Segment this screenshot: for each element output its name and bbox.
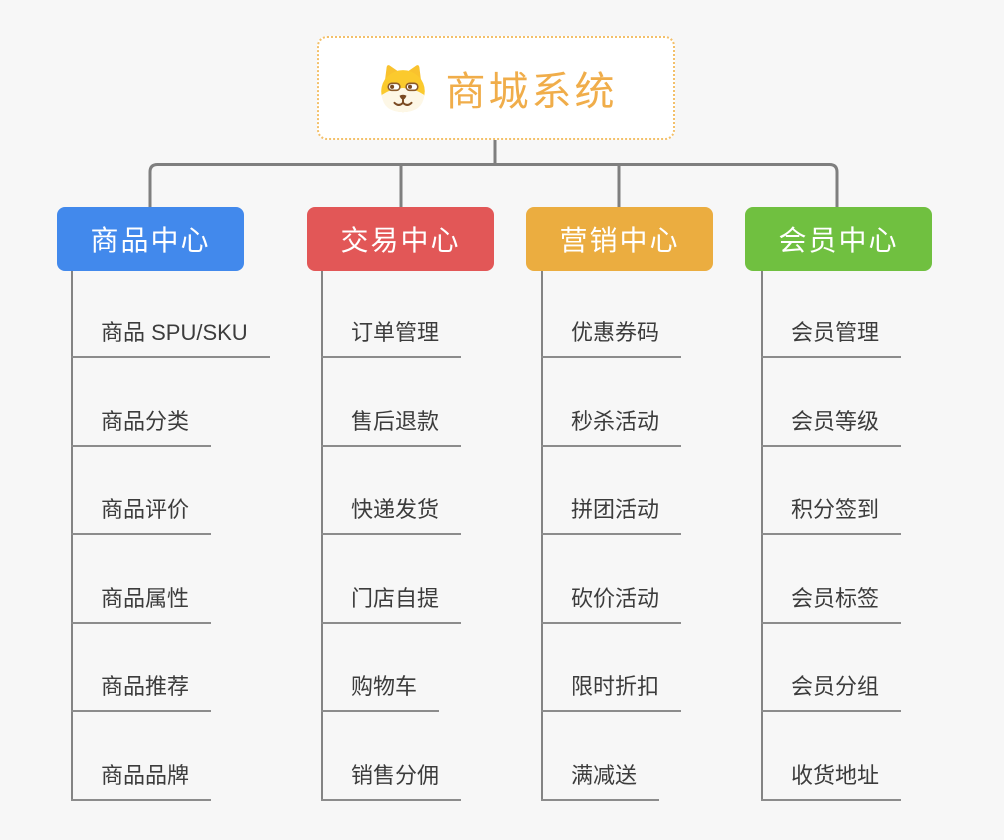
child-node[interactable]: 会员等级 — [761, 409, 902, 447]
branch-node-marketing-center[interactable]: 营销中心 — [526, 207, 713, 271]
child-node[interactable]: 会员管理 — [761, 320, 902, 358]
shiba-dog-icon — [375, 62, 431, 114]
child-node[interactable]: 商品推荐 — [71, 674, 212, 712]
child-node[interactable]: 砍价活动 — [541, 586, 682, 624]
child-node[interactable]: 积分签到 — [761, 497, 902, 535]
child-node[interactable]: 收货地址 — [761, 763, 902, 801]
branch-node-trade-center[interactable]: 交易中心 — [307, 207, 494, 271]
child-node[interactable]: 商品分类 — [71, 409, 212, 447]
connector-horizontal-bar — [148, 163, 839, 207]
child-node[interactable]: 优惠券码 — [541, 320, 682, 358]
child-node[interactable]: 商品评价 — [71, 497, 212, 535]
child-node[interactable]: 拼团活动 — [541, 497, 682, 535]
child-node[interactable]: 会员标签 — [761, 586, 902, 624]
child-node[interactable]: 快递发货 — [321, 497, 462, 535]
root-node[interactable]: 商城系统 — [317, 36, 675, 140]
child-node[interactable]: 售后退款 — [321, 409, 462, 447]
child-node[interactable]: 会员分组 — [761, 674, 902, 712]
branch-node-product-center[interactable]: 商品中心 — [57, 207, 244, 271]
child-node[interactable]: 订单管理 — [321, 320, 462, 358]
child-node[interactable]: 限时折扣 — [541, 674, 682, 712]
child-node[interactable]: 商品属性 — [71, 586, 212, 624]
child-node[interactable]: 购物车 — [321, 674, 440, 712]
child-node[interactable]: 门店自提 — [321, 586, 462, 624]
child-node[interactable]: 销售分佣 — [321, 763, 462, 801]
child-node[interactable]: 商品 SPU/SKU — [71, 320, 270, 358]
child-node[interactable]: 秒杀活动 — [541, 409, 682, 447]
child-node[interactable]: 满减送 — [541, 763, 660, 801]
root-title: 商城系统 — [445, 70, 618, 114]
branch-node-member-center[interactable]: 会员中心 — [745, 207, 932, 271]
child-node[interactable]: 商品品牌 — [71, 763, 212, 801]
